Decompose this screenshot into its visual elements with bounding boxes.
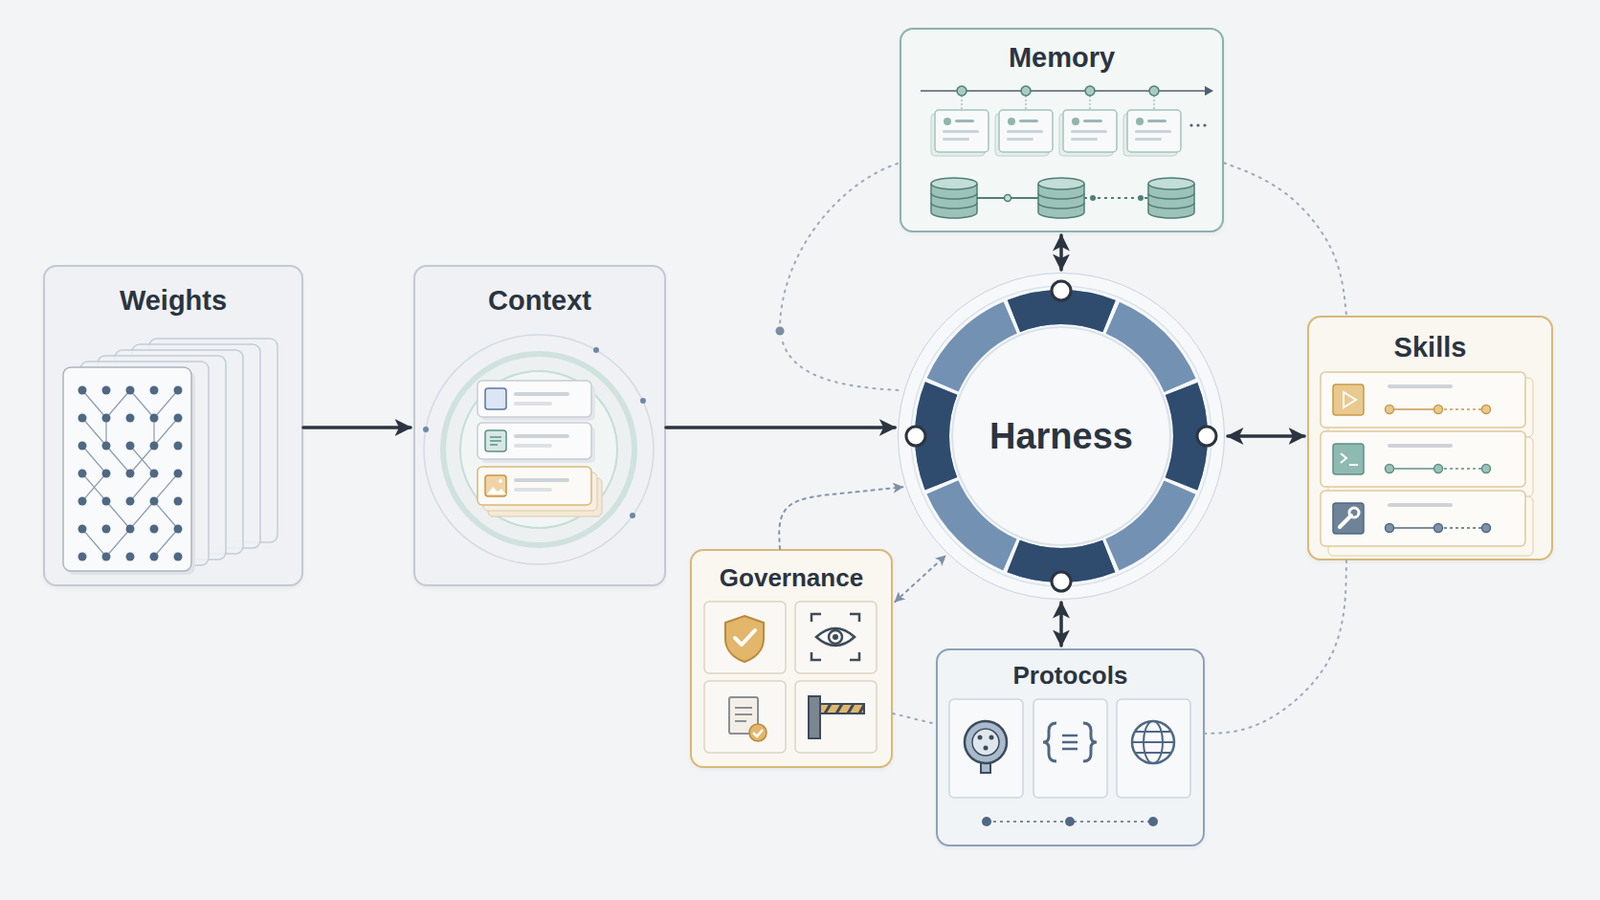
connector-arrow bbox=[778, 487, 903, 550]
node-label: Weights bbox=[44, 285, 302, 317]
connector-arrow bbox=[666, 425, 895, 430]
node-label: Memory bbox=[901, 42, 1223, 74]
connector-arrow bbox=[1227, 434, 1305, 439]
module-box: Memory bbox=[899, 27, 1224, 233]
module-box: Protocols bbox=[935, 648, 1205, 847]
connector-arrow bbox=[894, 555, 946, 602]
process-box: Weights bbox=[43, 265, 304, 587]
node-label: Harness bbox=[898, 416, 1224, 458]
connector-arrow bbox=[1204, 560, 1347, 734]
node-label: Skills bbox=[1309, 332, 1552, 364]
connector-arrow bbox=[1059, 602, 1064, 646]
orbit-wire bbox=[776, 163, 901, 391]
module-box: Governance bbox=[689, 549, 893, 769]
connector-arrow bbox=[1059, 235, 1064, 270]
connector-arrow bbox=[1223, 162, 1347, 316]
process-box: Context bbox=[413, 265, 667, 587]
hub-circle: Harness bbox=[897, 272, 1225, 600]
node-label: Governance bbox=[691, 563, 891, 594]
node-label: Protocols bbox=[937, 661, 1203, 691]
node-label: Context bbox=[415, 285, 665, 317]
connector-arrow bbox=[892, 713, 936, 725]
connector-arrow bbox=[303, 425, 411, 430]
module-box: Skills bbox=[1307, 315, 1554, 561]
